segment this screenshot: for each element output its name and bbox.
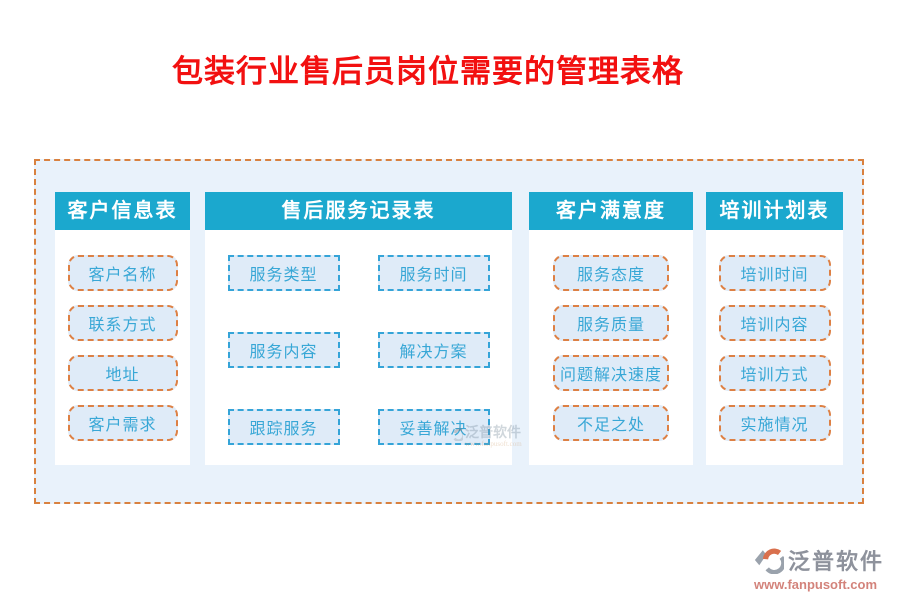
panel-customer-satisfaction-items: 服务态度 服务质量 问题解决速度 不足之处: [529, 230, 693, 441]
panel-customer-info: 客户信息表 客户名称 联系方式 地址 客户需求: [55, 192, 190, 465]
logo-name: 泛普软件: [787, 549, 884, 574]
diagram-board: 客户信息表 客户名称 联系方式 地址 客户需求 售后服务记录表 服务类型 服务时…: [34, 159, 864, 504]
fanpu-logo: 泛普软件 www.fanpusoft.com: [754, 544, 884, 592]
field-customer-needs: 客户需求: [67, 405, 178, 441]
field-service-attitude: 服务态度: [553, 255, 669, 291]
field-implementation-status: 实施情况: [718, 405, 831, 441]
field-follow-up-service: 跟踪服务: [227, 409, 340, 445]
field-service-content: 服务内容: [227, 332, 340, 368]
panel-service-record: 售后服务记录表 服务类型 服务时间 服务内容 解决方案 跟踪服务 妥善解决: [205, 192, 512, 465]
panel-customer-satisfaction-header: 客户满意度: [529, 192, 693, 230]
fanpu-logo-row: 泛普软件: [754, 544, 884, 576]
panel-training-plan-items: 培训时间 培训内容 培训方式 实施情况: [706, 230, 843, 441]
panel-customer-info-header: 客户信息表: [55, 192, 190, 230]
page-title: 包装行业售后员岗位需要的管理表格: [172, 54, 684, 89]
field-solution: 解决方案: [377, 332, 490, 368]
field-shortcomings: 不足之处: [553, 405, 669, 441]
field-properly-resolved: 妥善解决: [377, 409, 490, 445]
field-problem-solving-speed: 问题解决速度: [553, 355, 669, 391]
panel-training-plan: 培训计划表 培训时间 培训内容 培训方式 实施情况: [706, 192, 843, 465]
field-address: 地址: [67, 355, 178, 391]
field-customer-name: 客户名称: [67, 255, 178, 291]
panel-customer-satisfaction: 客户满意度 服务态度 服务质量 问题解决速度 不足之处: [529, 192, 693, 465]
panel-training-plan-header: 培训计划表: [706, 192, 843, 230]
fanpu-logo-icon: [754, 548, 784, 574]
logo-url: www.fanpusoft.com: [753, 577, 878, 592]
field-service-time: 服务时间: [377, 255, 490, 291]
panel-service-record-header: 售后服务记录表: [205, 192, 512, 230]
panel-service-record-items: 服务类型 服务时间 服务内容 解决方案 跟踪服务 妥善解决: [205, 230, 512, 445]
field-service-quality: 服务质量: [553, 305, 669, 341]
panel-customer-info-items: 客户名称 联系方式 地址 客户需求: [55, 230, 190, 441]
field-training-time: 培训时间: [718, 255, 831, 291]
field-training-method: 培训方式: [718, 355, 831, 391]
field-contact-method: 联系方式: [67, 305, 178, 341]
field-training-content: 培训内容: [718, 305, 831, 341]
field-service-type: 服务类型: [227, 255, 340, 291]
